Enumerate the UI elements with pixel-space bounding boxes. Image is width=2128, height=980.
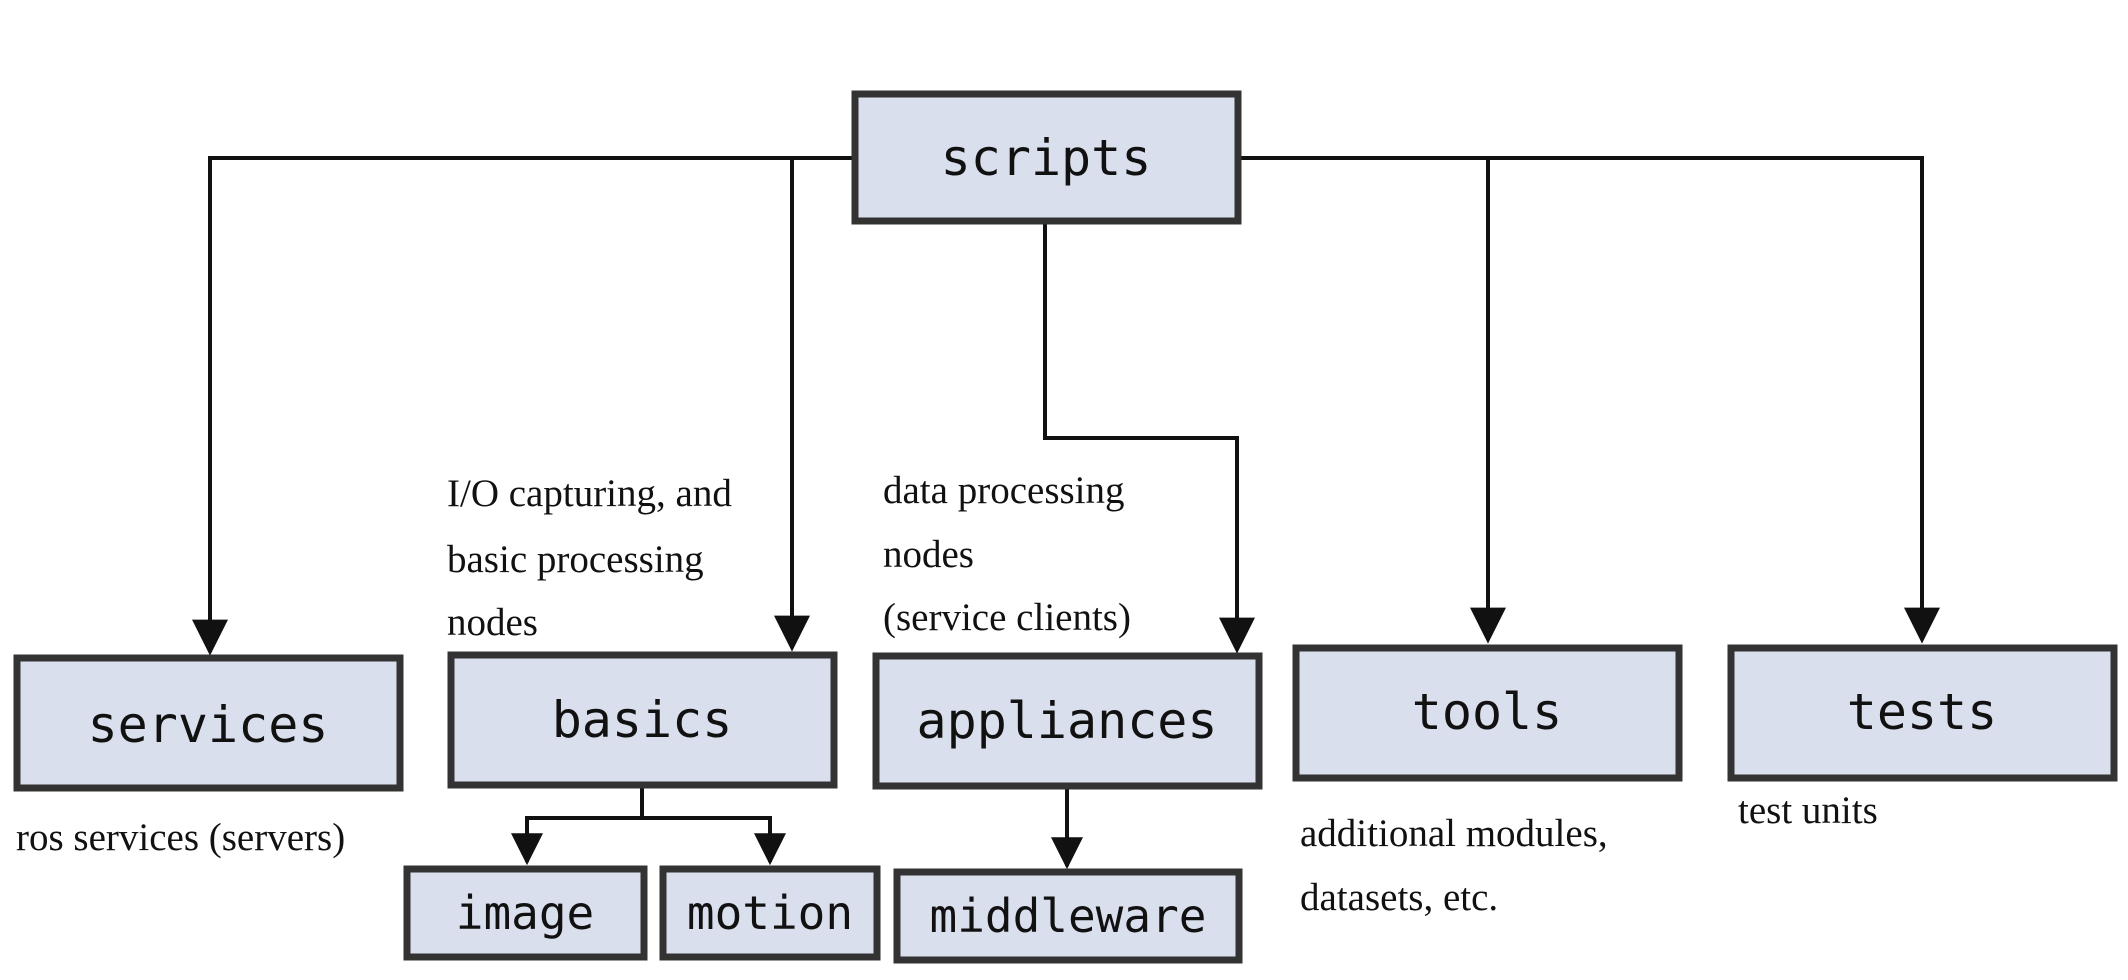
- node-tools-label: tools: [1412, 683, 1563, 741]
- note-basics-line: basic processing: [447, 538, 704, 581]
- node-tests-label: tests: [1847, 683, 1998, 741]
- node-motion-label: motion: [687, 886, 853, 940]
- note-appliances-line: nodes: [883, 533, 974, 576]
- node-image-label: image: [456, 886, 594, 940]
- node-image: image: [403, 865, 648, 961]
- note-services: ros services (servers): [16, 816, 345, 859]
- note-appliances-line: data processing: [883, 469, 1125, 512]
- node-basics-label: basics: [552, 691, 733, 749]
- node-basics: basics: [447, 651, 838, 789]
- node-appliances: appliances: [872, 652, 1263, 790]
- node-services-label: services: [88, 696, 329, 754]
- node-appliances-label: appliances: [916, 692, 1217, 750]
- note-tests: test units: [1738, 789, 1878, 832]
- note-tools-line: additional modules,: [1300, 812, 1608, 855]
- note-basics-line: nodes: [447, 601, 538, 644]
- edge-basics-motion: [642, 816, 786, 866]
- edge-scripts-services: [192, 156, 855, 656]
- note-basics-line: I/O capturing, and: [447, 472, 732, 515]
- edge-scripts-tests: [1488, 156, 1940, 644]
- node-middleware-label: middleware: [930, 889, 1207, 943]
- note-basics: I/O capturing, and basic processing node…: [447, 472, 742, 644]
- node-middleware: middleware: [893, 868, 1243, 964]
- note-appliances-line: (service clients): [883, 596, 1131, 639]
- edge-basics-image-motion: [511, 786, 644, 866]
- node-services: services: [13, 654, 404, 792]
- node-motion: motion: [659, 865, 881, 961]
- node-tools: tools: [1292, 644, 1683, 782]
- note-tools-line: datasets, etc.: [1300, 876, 1498, 919]
- note-tools: additional modules, datasets, etc.: [1300, 812, 1617, 919]
- note-appliances: data processing nodes (service clients): [883, 469, 1134, 639]
- edge-scripts-appliances: [1043, 222, 1255, 654]
- node-tests: tests: [1727, 644, 2118, 782]
- node-scripts: scripts: [851, 90, 1242, 225]
- node-scripts-label: scripts: [941, 129, 1152, 187]
- edge-scripts-tools: [1237, 156, 1506, 644]
